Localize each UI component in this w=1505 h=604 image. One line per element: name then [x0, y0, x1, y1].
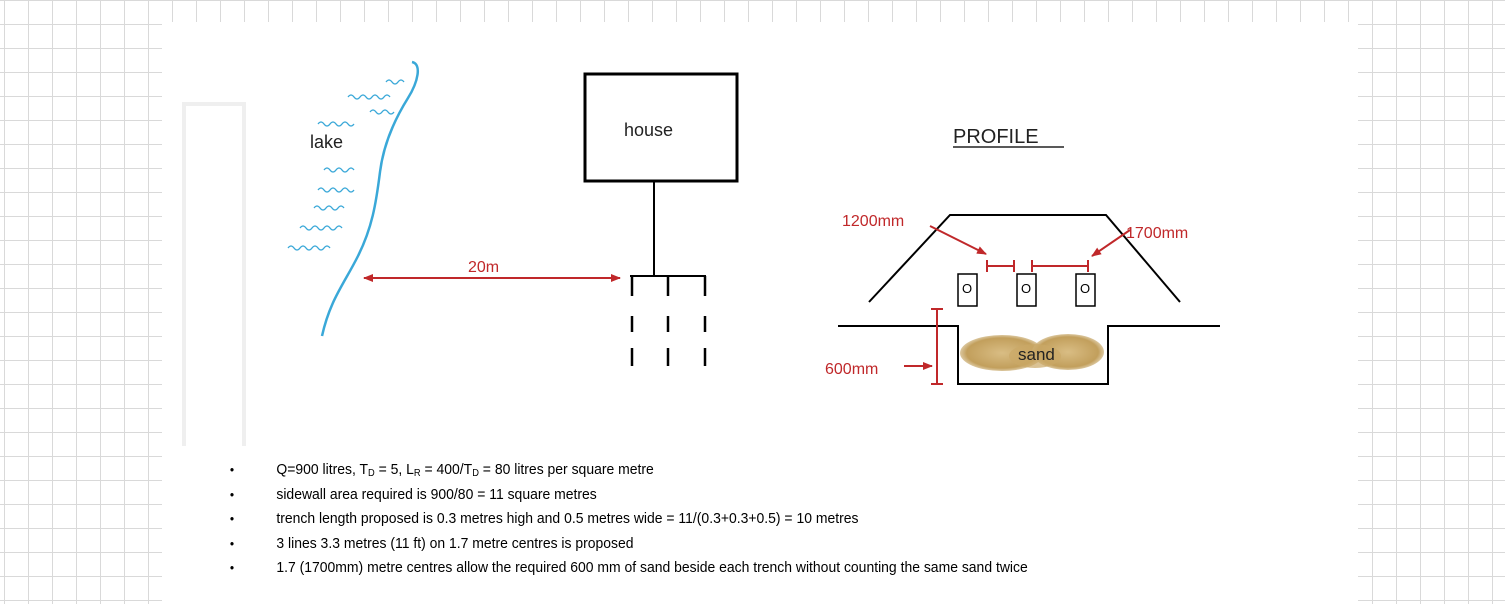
lake-shoreline [320, 60, 420, 337]
list-item: •Q=900 litres, TD = 5, LR = 400/TD = 80 … [228, 458, 1028, 483]
house-box [583, 72, 739, 183]
document-page [162, 22, 1358, 604]
svg-text:O: O [1080, 281, 1090, 296]
distance-label: 20m [468, 259, 499, 276]
bullet-icon: • [229, 486, 235, 502]
right-centre-arrow [1091, 229, 1131, 257]
setback-distance: 20m [363, 259, 621, 282]
pipe-trench-2: O [1016, 273, 1037, 307]
house: house [583, 72, 739, 366]
page-margin-marker [182, 102, 246, 446]
calculation-notes: •Q=900 litres, TD = 5, LR = 400/TD = 80 … [228, 458, 1028, 581]
house-label: house [624, 120, 673, 140]
bullet-icon: • [229, 511, 235, 526]
profile-title: PROFILE [953, 126, 1039, 148]
left-centre-arrow [929, 225, 987, 255]
list-item: •sidewall area required is 900/80 = 11 s… [228, 483, 1028, 508]
depth-dimension [931, 308, 943, 385]
sand-label: sand [1018, 345, 1055, 364]
profile: PROFILE sand O O O [825, 126, 1220, 385]
sand-fill: sand [960, 334, 1104, 371]
lake-label: lake [310, 132, 343, 152]
bullet-icon: • [229, 560, 235, 575]
left-centre-label: 1200mm [842, 213, 904, 230]
centre-dimensions [986, 260, 1089, 272]
pipe-trench-1: O [957, 273, 978, 307]
list-item: •3 lines 3.3 metres (11 ft) on 1.7 metre… [228, 532, 1028, 557]
svg-text:O: O [1021, 281, 1031, 296]
bullet-icon: • [229, 535, 235, 551]
trench-lines [630, 276, 707, 366]
lake: lake [287, 60, 420, 337]
svg-text:O: O [962, 281, 972, 296]
right-centre-label: 1700mm [1126, 225, 1188, 242]
mound-outline [868, 214, 1181, 303]
bullet-icon: • [229, 462, 235, 477]
lake-waves [287, 79, 405, 251]
list-item: •trench length proposed is 0.3 metres hi… [228, 507, 1028, 532]
pipe-trench-3: O [1075, 273, 1096, 307]
list-item: •1.7 (1700mm) metre centres allow the re… [228, 556, 1028, 581]
depth-label: 600mm [825, 361, 878, 378]
